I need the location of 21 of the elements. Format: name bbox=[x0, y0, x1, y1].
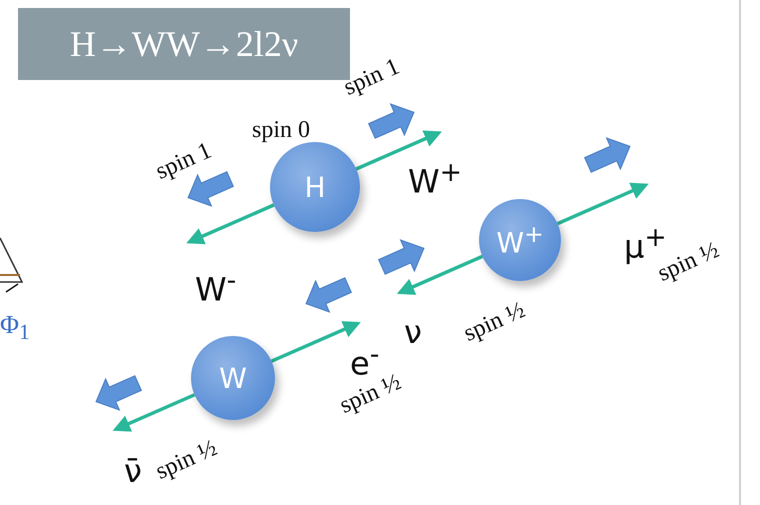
arrow bbox=[186, 203, 274, 244]
particle-label: ν̄ bbox=[124, 455, 142, 487]
spin-label: spin 0 bbox=[252, 118, 310, 142]
particle-label: ν bbox=[404, 316, 422, 348]
arrow bbox=[112, 393, 196, 432]
particle-circle: H bbox=[270, 142, 360, 232]
spin-label: spin ½ bbox=[460, 298, 528, 346]
particle-label: μ$^{+}$ bbox=[624, 225, 667, 263]
arrow bbox=[556, 182, 649, 226]
particle-label: W$^{-}$ bbox=[195, 268, 236, 306]
spin-label: spin 1 bbox=[152, 138, 215, 184]
title-banner: H→WW→2l2ν bbox=[18, 8, 350, 80]
particle-circle: W$^{+}$ bbox=[479, 199, 561, 281]
arrow bbox=[396, 254, 484, 295]
arrow bbox=[356, 130, 442, 171]
particle-circle: W bbox=[191, 336, 275, 420]
particle-label: e$^{-}$ bbox=[350, 342, 380, 380]
arrow bbox=[270, 321, 361, 363]
spin-label: spin ½ bbox=[152, 436, 220, 484]
particle-label: W$^{+}$ bbox=[408, 160, 462, 198]
angle-label: Φ$_{1}$ bbox=[0, 312, 30, 344]
